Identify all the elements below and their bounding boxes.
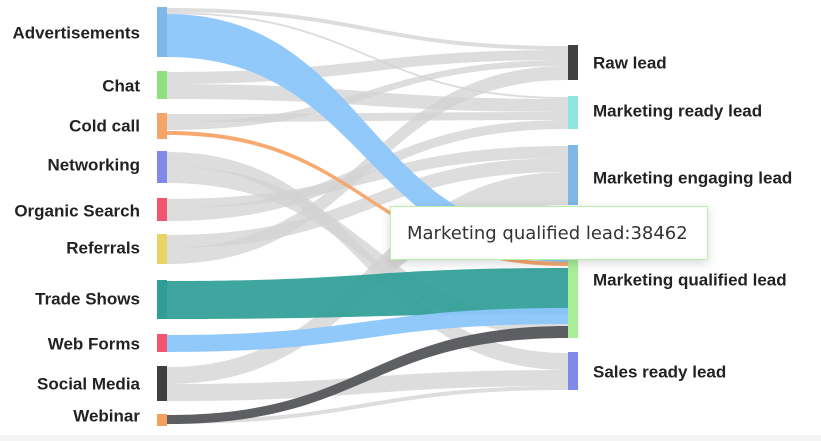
target-label-sales-ready-lead: Sales ready lead (593, 362, 726, 381)
bottom-divider (0, 435, 821, 441)
link-networking-to-marketing-qualified-lead-7[interactable] (167, 166, 568, 337)
source-label-organic-search: Organic Search (14, 201, 140, 220)
link-webinar-to-sales-ready-lead-14[interactable] (167, 386, 568, 424)
source-label-cold-call: Cold call (69, 116, 140, 135)
source-node-advertisements[interactable] (157, 7, 167, 57)
source-node-web-forms[interactable] (157, 334, 167, 352)
tooltip-text: Marketing qualified lead:38462 (407, 222, 688, 244)
source-label-advertisements: Advertisements (12, 23, 140, 42)
source-label-networking: Networking (47, 155, 140, 174)
target-node-marketing-engaging-lead[interactable] (568, 145, 578, 205)
source-node-referrals[interactable] (157, 234, 167, 264)
source-node-networking[interactable] (157, 151, 167, 183)
source-label-webinar: Webinar (73, 406, 140, 425)
source-label-trade-shows: Trade Shows (35, 289, 140, 308)
source-label-social-media: Social Media (37, 374, 141, 393)
link-cold-call-to-marketing-qualified-lead-hl-1[interactable] (167, 131, 568, 266)
link-advertisements-to-marketing-qualified-lead-hl-0[interactable] (167, 14, 568, 262)
link-social-media-to-sales-ready-lead-13[interactable] (167, 370, 568, 401)
link-webinar-to-marketing-qualified-lead-hl-4[interactable] (167, 326, 568, 424)
link-referrals-to-raw-lead-11[interactable] (167, 66, 568, 264)
links-layer (167, 8, 568, 424)
target-label-marketing-engaging-lead: Marketing engaging lead (593, 168, 792, 187)
target-node-marketing-ready-lead[interactable] (568, 96, 578, 129)
link-trade-shows-to-marketing-qualified-lead-hl-2[interactable] (167, 268, 568, 319)
source-node-cold-call[interactable] (157, 113, 167, 139)
target-node-sales-ready-lead[interactable] (568, 352, 578, 390)
link-web-forms-to-marketing-qualified-lead-hl-3[interactable] (167, 308, 568, 352)
link-cold-call-to-raw-lead-5[interactable] (167, 60, 568, 130)
link-organic-search-to-marketing-engaging-lead-8[interactable] (167, 146, 568, 208)
link-referrals-to-marketing-engaging-lead-10[interactable] (167, 158, 568, 248)
source-node-chat[interactable] (157, 71, 167, 99)
target-label-marketing-qualified-lead: Marketing qualified lead (593, 270, 787, 289)
target-label-marketing-ready-lead: Marketing ready lead (593, 101, 762, 120)
source-label-web-forms: Web Forms (48, 334, 140, 353)
source-node-trade-shows[interactable] (157, 280, 167, 319)
link-advertisements-to-raw-lead-0[interactable] (167, 8, 568, 50)
source-node-webinar[interactable] (157, 414, 167, 426)
source-node-social-media[interactable] (157, 366, 167, 401)
target-node-raw-lead[interactable] (568, 45, 578, 80)
target-node-marketing-qualified-lead[interactable] (568, 235, 578, 338)
source-label-referrals: Referrals (66, 238, 140, 257)
source-node-organic-search[interactable] (157, 198, 167, 221)
source-label-chat: Chat (102, 76, 140, 95)
target-label-raw-lead: Raw lead (593, 53, 667, 72)
link-networking-to-sales-ready-lead-6[interactable] (167, 152, 568, 370)
nodes-layer (157, 7, 578, 426)
link-advertisements-to-marketing-ready-lead-1[interactable] (167, 12, 568, 99)
tooltip: Marketing qualified lead:38462 (390, 206, 708, 260)
